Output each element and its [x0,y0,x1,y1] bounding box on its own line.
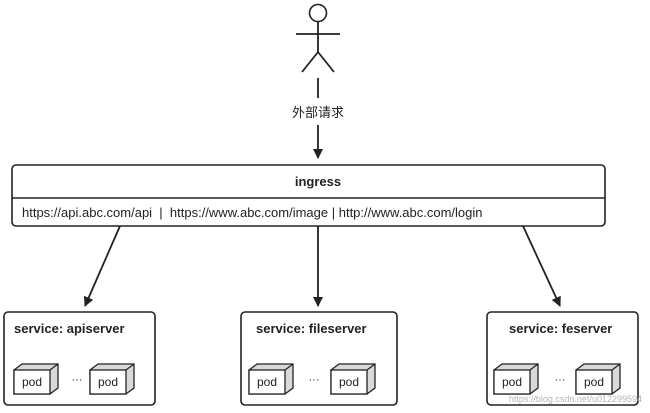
service-apiserver-title: service: apiserver [14,321,125,336]
pod-label: pod [257,375,277,389]
service-feserver-box: service: feserver pod ··· pod [486,311,639,406]
pod-label: pod [584,375,604,389]
pod-icon: pod [89,363,135,395]
watermark: https://blog.csdn.net/u012299594 [509,394,642,404]
service-fileserver-title: service: fileserver [256,321,367,336]
arrow-to-feserver [522,225,561,307]
pod-label: pod [98,375,118,389]
pod-ellipsis: ··· [555,374,566,386]
pod-icon: pod [248,363,294,395]
user-actor-icon [296,3,340,73]
ingress-routes: https://api.abc.com/api | https://www.ab… [22,205,483,220]
pod-ellipsis: ··· [72,374,83,386]
ingress-title: ingress [295,174,341,189]
pod-label: pod [502,375,522,389]
pod-icon: pod [330,363,376,395]
ingress-box: ingress https://api.abc.com/api | https:… [11,164,606,227]
service-apiserver-box: service: apiserver pod ··· pod [3,311,156,406]
service-feserver-title: service: feserver [509,321,612,336]
pod-icon: pod [575,363,621,395]
pod-label: pod [339,375,359,389]
pod-icon: pod [13,363,59,395]
pod-icon: pod [493,363,539,395]
request-label: 外部请求 [292,105,344,120]
pod-label: pod [22,375,42,389]
pod-ellipsis: ··· [309,374,320,386]
arrow-to-apiserver [84,225,121,307]
service-fileserver-box: service: fileserver pod ··· pod [240,311,398,406]
